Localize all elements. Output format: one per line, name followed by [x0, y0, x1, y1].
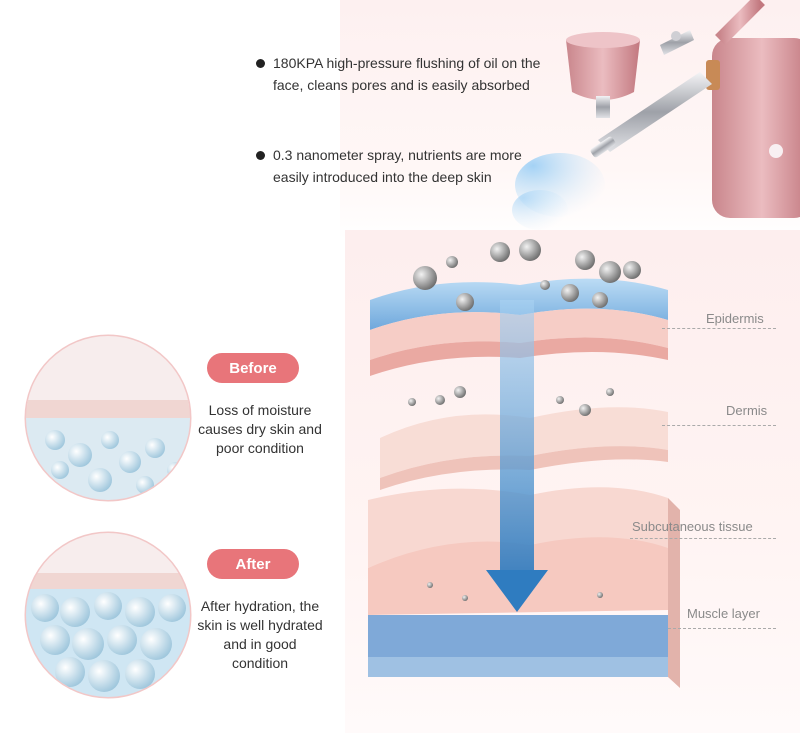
before-badge: Before — [207, 353, 299, 383]
feature-text-nano-spray: 0.3 nanometer spray, nutrients are more … — [273, 147, 522, 185]
feature-bullet-pressure: 180KPA high-pressure flushing of oil on … — [256, 52, 556, 96]
feature-bullet-nano-spray: 0.3 nanometer spray, nutrients are more … — [256, 144, 556, 188]
penetration-arrow — [486, 300, 548, 612]
spray-mist — [512, 153, 605, 230]
airbrush-device — [566, 0, 800, 218]
epidermis-leader-line — [662, 328, 776, 329]
label-epidermis: Epidermis — [706, 311, 764, 326]
after-badge: After — [207, 549, 299, 579]
label-dermis: Dermis — [726, 403, 768, 418]
muscle-leader-line — [668, 628, 776, 629]
before-skin-closeup — [24, 334, 192, 502]
label-subcutaneous-tissue: Subcutaneous tissue — [632, 519, 753, 534]
after-skin-closeup — [24, 531, 192, 699]
bullet-dot-icon — [256, 151, 265, 160]
after-description: After hydration, the skin is well hydrat… — [197, 598, 323, 671]
bullet-dot-icon — [256, 59, 265, 68]
feature-text-pressure: 180KPA high-pressure flushing of oil on … — [273, 55, 541, 93]
subcutaneous-leader-line — [630, 538, 776, 539]
dermis-leader-line — [662, 425, 776, 426]
nutrient-particles — [408, 239, 641, 601]
before-description: Loss of moisture causes dry skin and poo… — [198, 402, 322, 456]
label-muscle-layer: Muscle layer — [687, 606, 760, 621]
